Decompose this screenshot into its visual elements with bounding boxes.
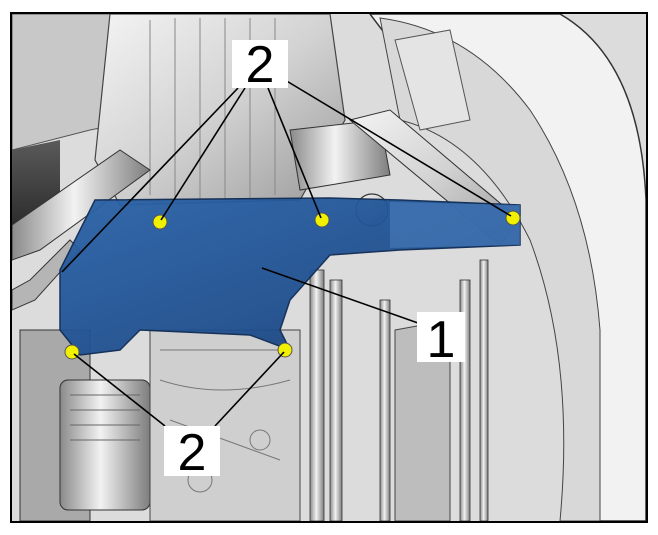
- callout-2-bottom: 2: [178, 424, 207, 482]
- callout-1: 1: [427, 311, 456, 369]
- bolt-top-center: [314, 212, 330, 228]
- bolt-top-right: [505, 210, 521, 226]
- bolt-bottom-right: [277, 342, 293, 358]
- callout-2-bottom-box: [164, 426, 220, 476]
- leader-lines: [61, 79, 512, 427]
- cross-pipe: [289, 119, 391, 191]
- bolt-top-left: [152, 214, 168, 230]
- arch-bracket: [394, 29, 471, 131]
- callout-2-top-box: [232, 40, 288, 88]
- air-pump: [59, 379, 151, 511]
- pump-ribs: [70, 394, 140, 441]
- heat-shield-translucent-end: [390, 202, 520, 248]
- callout-2-top: 2: [246, 36, 275, 94]
- callout-1-box: [417, 312, 465, 362]
- exhaust-pipe-left: [12, 149, 151, 261]
- wheel-arch-liner: [379, 17, 601, 521]
